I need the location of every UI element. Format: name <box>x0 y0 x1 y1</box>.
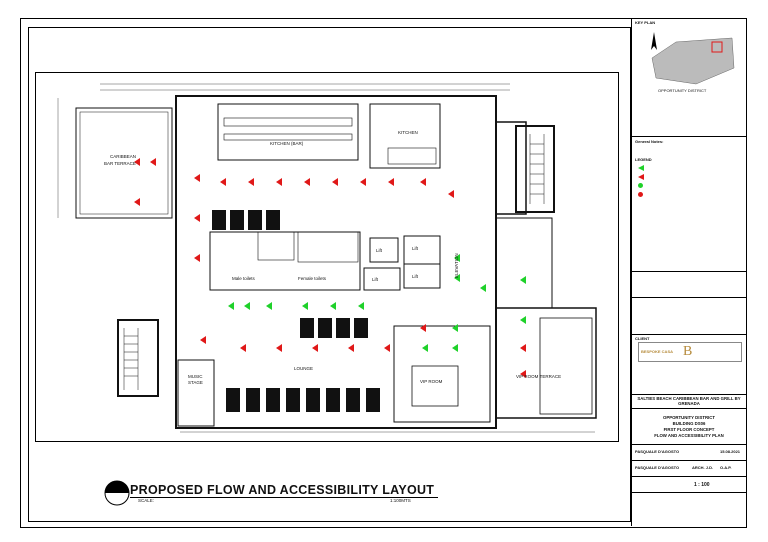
drawing-title-4: FLOW AND ACCESSIBILITY PLAN <box>654 433 724 438</box>
drawing-sheet <box>20 18 747 528</box>
title-block-divider <box>632 394 746 395</box>
label-vip-room: VIP ROOM <box>420 379 443 384</box>
scale-label: SCALE: <box>138 498 155 503</box>
drawing-title-2: BUILDING DS06 <box>672 421 706 426</box>
title-block-divider <box>632 408 746 409</box>
label-lift-2: Lift <box>412 274 419 279</box>
scale-value: 1:100MTS <box>390 498 411 503</box>
label-lounge: LOUNGE <box>294 366 313 371</box>
client-label: CLIENT <box>635 336 650 341</box>
label-lift-4: Lift <box>376 248 383 253</box>
plan-frame <box>35 72 619 442</box>
title-block-divider <box>632 460 746 461</box>
drawing-title-1: OPPORTUNITY DISTRICT <box>663 415 715 420</box>
drawing-title-3: FIRST FLOOR CONCEPT <box>663 427 715 432</box>
accessible-marker-icon <box>638 165 644 171</box>
title-block-divider <box>632 271 746 272</box>
drawing-date: 15.08.2021 <box>720 449 741 454</box>
label-kitchen-bar: KITCHEN (BAR) <box>270 141 304 146</box>
label-vip-terrace: VIP ROOM TERRACE <box>516 374 561 379</box>
designed-by: PASQUALE D'AGOSTO <box>635 449 680 454</box>
label-female-toilets: Female toilets <box>298 276 327 281</box>
label-elevation: ELEVATION <box>454 253 459 278</box>
label-lift-1: Lift <box>412 246 419 251</box>
title-block-divider <box>632 334 746 335</box>
project-name: SALTIES BEACH CARIBBEAN BAR AND GRILL BY… <box>637 396 741 406</box>
label-caribbean: CARIBBEAN <box>110 154 136 159</box>
client-logo-text: BESPOKE CASA <box>641 349 674 354</box>
drawing-frame <box>28 27 631 522</box>
label-lift-3: Lift <box>372 277 379 282</box>
north-arrow-icon <box>651 32 657 50</box>
legend-flow-point <box>638 192 643 197</box>
key-plan-district: OPPORTUNITY DISTRICT <box>658 88 707 93</box>
floor-plan: KITCHEN (BAR) KITCHEN CARIBBEAN BAR TERR… <box>57 83 597 433</box>
title-block-divider <box>632 476 746 477</box>
general-notes-header: General Notes: <box>635 139 664 144</box>
legend-header: LEGEND <box>635 157 652 162</box>
drawing-title: PROPOSED FLOW AND ACCESSIBILITY LAYOUT <box>130 483 435 497</box>
drawn-by: PASQUALE D'AGOSTO <box>635 465 680 470</box>
title-block-divider <box>632 297 746 298</box>
flow-dot-icon <box>638 192 643 197</box>
section-marker-icon <box>104 480 130 506</box>
checked-by: ARCH. J.D. <box>692 465 714 470</box>
label-stage: STAGE <box>188 380 203 385</box>
flow-marker-icon <box>638 174 644 180</box>
title-block-divider <box>632 136 746 137</box>
title-block: KEY PLAN OPPORTUNITY DISTRICT General No… <box>631 18 746 526</box>
client-logo-mark: B <box>683 344 693 359</box>
label-kitchen: KITCHEN <box>398 130 418 135</box>
client-logo: BESPOKE CASA B <box>638 342 742 362</box>
approved-by: O.A.P. <box>720 465 732 470</box>
key-plan-header: KEY PLAN <box>635 20 656 25</box>
sheet-scale: 1 : 100 <box>694 482 710 488</box>
legend-accessible-point <box>638 183 643 188</box>
title-block-divider <box>632 492 746 493</box>
key-plan-map <box>651 37 735 85</box>
title-underline <box>130 497 438 498</box>
label-bar-terrace: BAR TERRACE <box>104 161 136 166</box>
legend-flow <box>638 174 644 180</box>
accessible-dot-icon <box>638 183 643 188</box>
title-block-divider <box>632 444 746 445</box>
legend-accessible <box>638 165 644 171</box>
label-male-toilets: Male toilets <box>232 276 256 281</box>
label-music: MUSIC <box>188 374 203 379</box>
